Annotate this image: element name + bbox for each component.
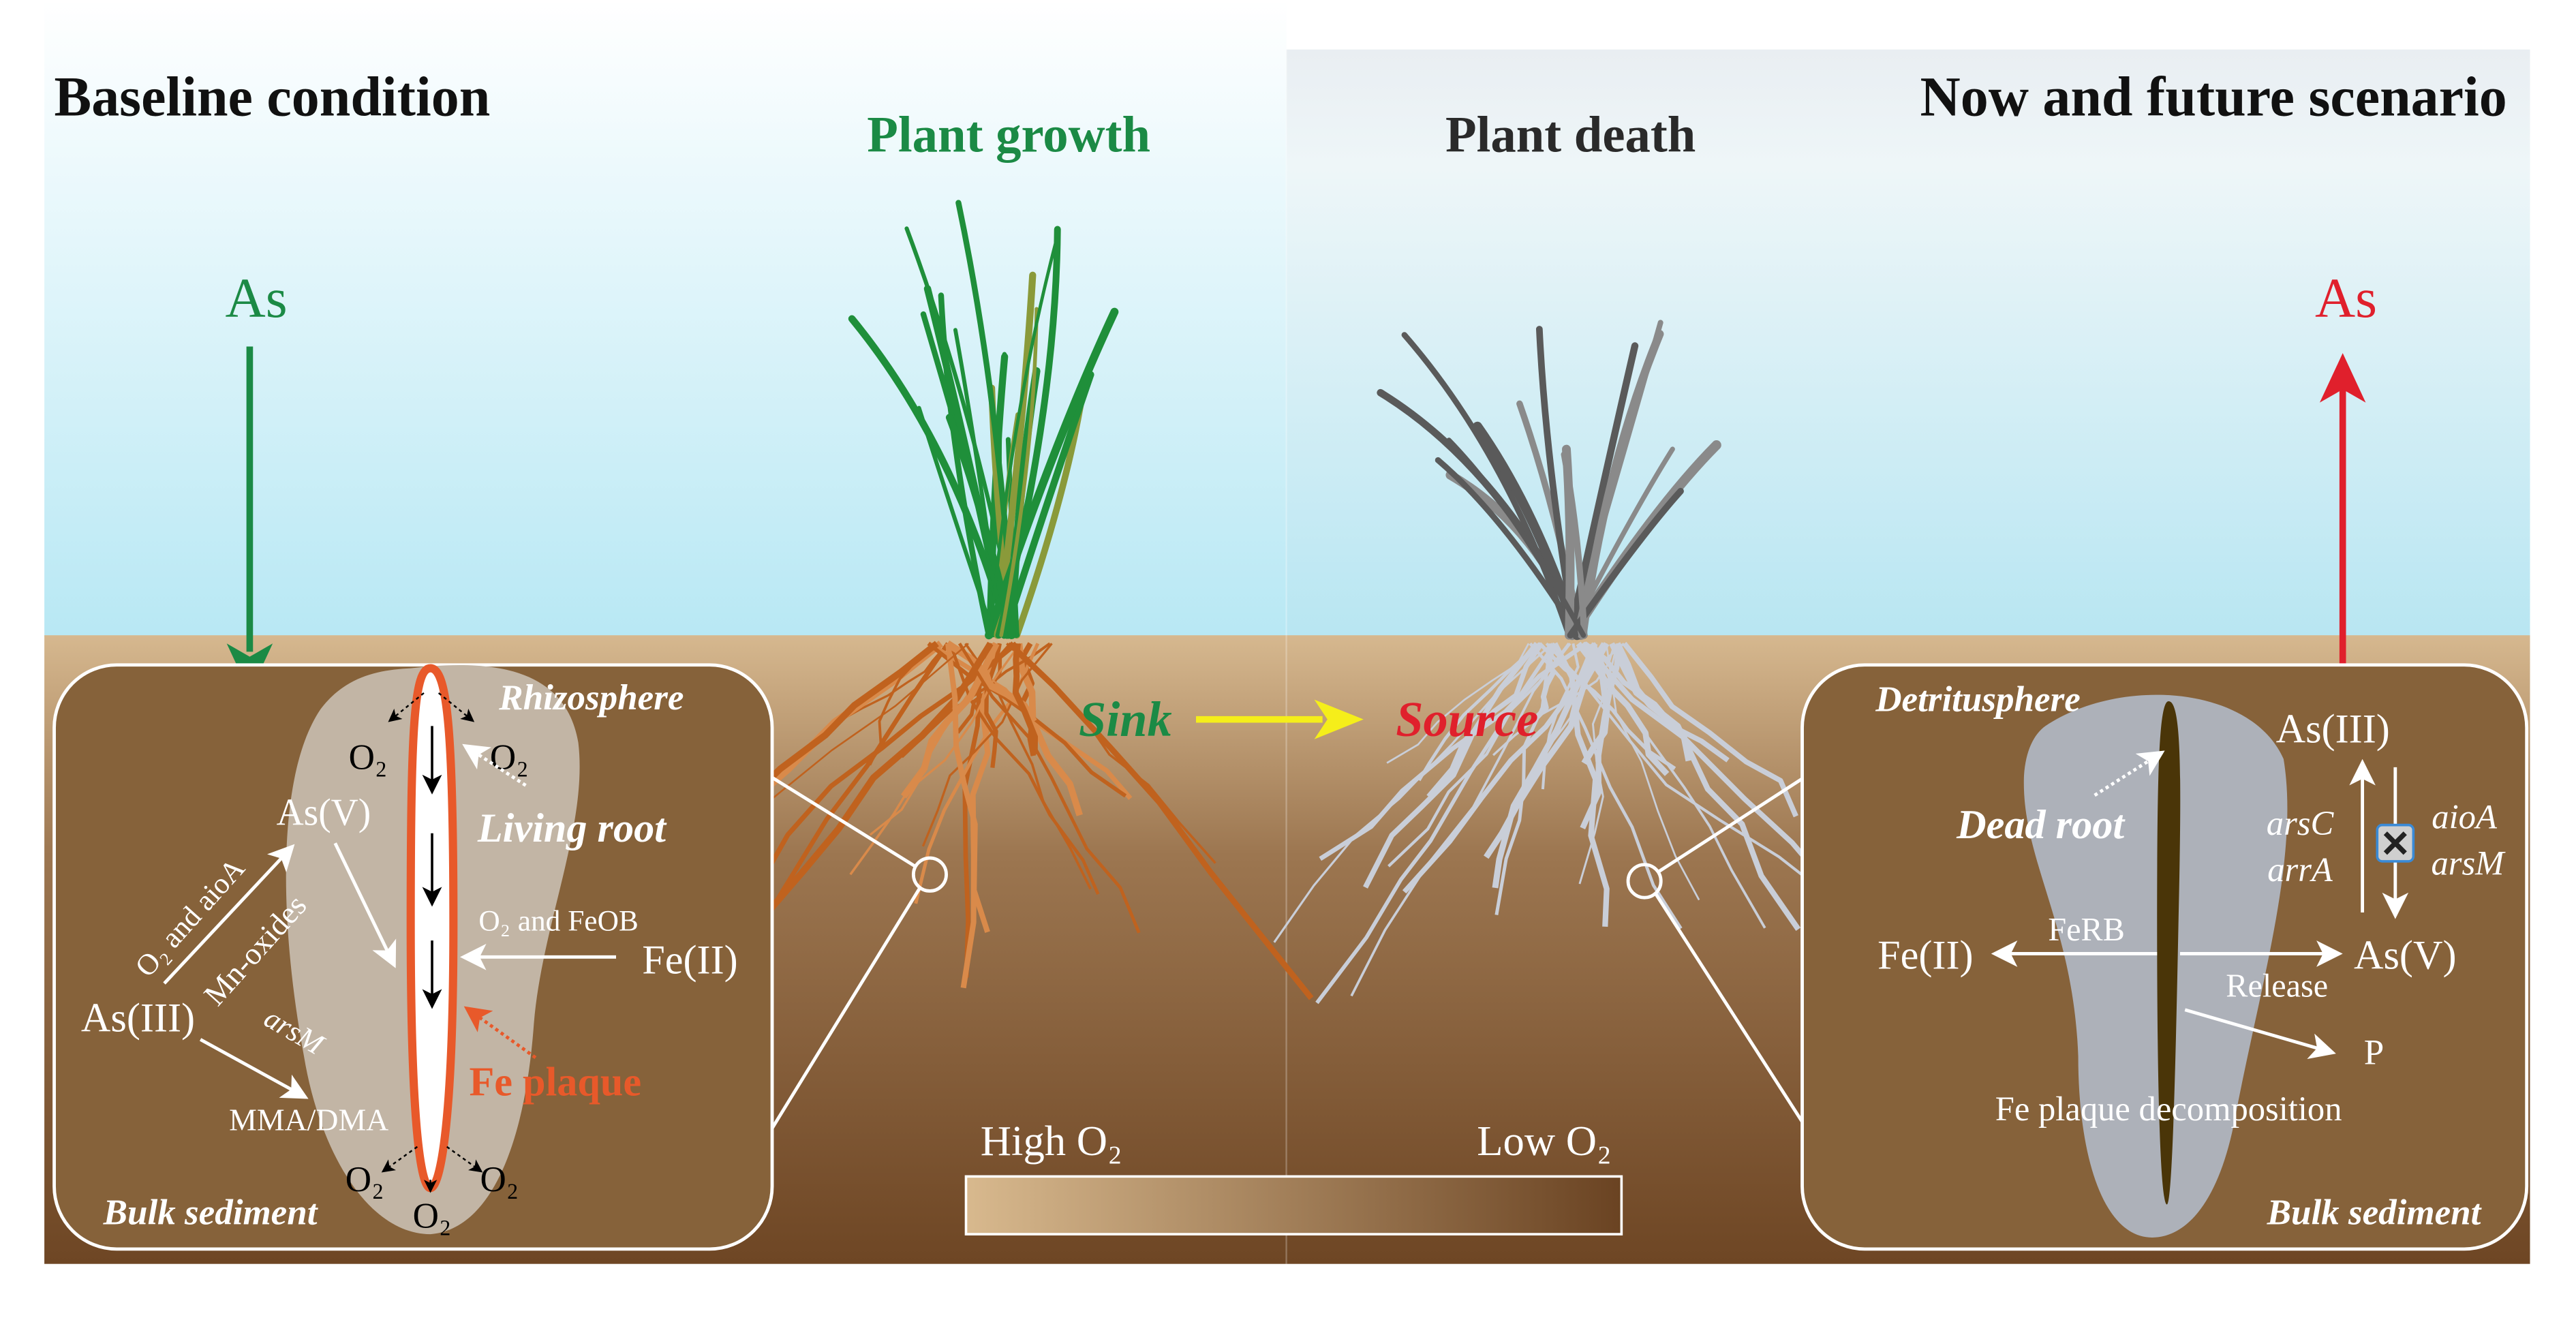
arsc-label: arsC bbox=[2267, 804, 2335, 842]
grass-blade bbox=[985, 307, 1119, 640]
fe-plaque-label: Fe plaque bbox=[469, 1060, 641, 1105]
dead-blade bbox=[1567, 487, 1684, 639]
o2-feob-label: O₂ and FeOB bbox=[478, 905, 638, 938]
o2-label: O₂ bbox=[480, 1160, 519, 1199]
sky-right bbox=[1286, 49, 2530, 637]
future-title: Now and future scenario bbox=[1920, 65, 2507, 127]
oxygen-gradient-bar bbox=[964, 1175, 1623, 1235]
callout-line bbox=[767, 773, 917, 868]
p-release-arrow bbox=[2184, 1008, 2336, 1059]
dead-root-strand bbox=[1622, 641, 1798, 818]
sink-label: Sink bbox=[1079, 692, 1172, 747]
as-v-label: As(V) bbox=[277, 792, 371, 834]
baseline-title: Baseline condition bbox=[55, 65, 491, 127]
callout-line bbox=[1654, 893, 1825, 1156]
bulk-sediment-label: Bulk sediment bbox=[103, 1193, 319, 1232]
oxidation-arrow bbox=[163, 844, 295, 985]
dead-plant-illustration bbox=[1273, 320, 1906, 1004]
living-root-pointer bbox=[462, 743, 527, 787]
grass-blade bbox=[938, 292, 992, 639]
blocked-icon bbox=[2376, 823, 2415, 863]
arsm-label: arsM bbox=[2431, 844, 2506, 882]
grass-blade bbox=[988, 238, 1058, 637]
dead-root-strand bbox=[1363, 641, 1539, 889]
source-label: Source bbox=[1396, 692, 1538, 747]
dead-root-strand bbox=[1386, 643, 1530, 764]
fe-ii-label: Fe(II) bbox=[1877, 932, 1973, 978]
methylation-arrow bbox=[199, 1038, 309, 1099]
decomposition-label: Fe plaque decomposition bbox=[1995, 1090, 2342, 1128]
o2-label: O₂ bbox=[346, 1160, 384, 1199]
dead-blade bbox=[1401, 332, 1572, 639]
as-input-label: As bbox=[226, 267, 288, 329]
rhizosphere-label: Rhizosphere bbox=[498, 678, 684, 718]
zoom-circle-right bbox=[1626, 863, 1663, 900]
dead-blade bbox=[1446, 438, 1586, 639]
dead-root bbox=[2157, 701, 2181, 1205]
fe-ii-label: Fe(II) bbox=[642, 937, 737, 983]
detritusphere-label: Detritusphere bbox=[1875, 679, 2080, 719]
detritusphere-zone bbox=[2023, 694, 2288, 1238]
o2-label: O₂ bbox=[413, 1196, 452, 1235]
root bbox=[1012, 643, 1039, 754]
dead-root-strand bbox=[1319, 641, 1588, 861]
fe-plaque-pointer bbox=[463, 1006, 537, 1059]
dead-root-strand bbox=[1484, 642, 1610, 859]
as-output-label: As bbox=[2315, 267, 2377, 329]
sink-to-source-arrowhead bbox=[1314, 699, 1364, 739]
o2-label: O₂ bbox=[349, 737, 388, 777]
root bbox=[1007, 641, 1314, 1000]
high-o2-label: High O₂ bbox=[981, 1117, 1122, 1165]
low-o2-label: Low O₂ bbox=[1477, 1117, 1612, 1165]
dead-root-strand bbox=[1387, 643, 1570, 868]
p-label: P bbox=[2364, 1033, 2384, 1073]
ferb-label: FeRB bbox=[2048, 912, 2124, 948]
dead-root-pointer bbox=[2094, 750, 2165, 797]
dead-root-strand bbox=[1552, 642, 1610, 927]
as-v-label: As(V) bbox=[2354, 932, 2457, 978]
plant-death-label: Plant death bbox=[1445, 107, 1696, 164]
root bbox=[839, 643, 949, 722]
root bbox=[900, 642, 1000, 799]
grass-blade bbox=[945, 414, 1016, 639]
bulk-sediment-label: Bulk sediment bbox=[2267, 1193, 2483, 1232]
dead-blade bbox=[1578, 330, 1664, 640]
dead-root-strand bbox=[1533, 642, 1559, 722]
o2-diffusion-arrows bbox=[381, 692, 483, 1193]
plant-growth-label: Plant growth bbox=[867, 107, 1150, 164]
as-iii-label: As(III) bbox=[2276, 706, 2390, 752]
aioa-label: aioA bbox=[2432, 797, 2498, 835]
callout-line bbox=[1658, 773, 1809, 873]
o2-label: O₂ bbox=[490, 737, 529, 777]
mma-dma-label: MMA/DMA bbox=[229, 1102, 388, 1137]
root bbox=[960, 643, 998, 989]
dead-blade bbox=[1561, 451, 1588, 639]
detritusphere-panel: Detritusphere Dead root As(III) arsC arr… bbox=[1800, 663, 2529, 1251]
dead-root-strand bbox=[1529, 642, 1683, 930]
as-output-arrowhead bbox=[2319, 353, 2366, 403]
adsorption-arrow bbox=[333, 842, 397, 968]
root bbox=[921, 643, 1053, 847]
living-root-label: Living root bbox=[477, 805, 667, 851]
dead-root-strand bbox=[1583, 641, 1730, 763]
root bbox=[957, 643, 1141, 934]
root bbox=[945, 643, 990, 933]
living-plant-illustration bbox=[543, 200, 1314, 1019]
grass-blade bbox=[999, 307, 1039, 637]
dead-root-label: Dead root bbox=[1956, 802, 2126, 848]
callout-line bbox=[754, 887, 922, 1156]
rhizosphere-panel: O₂ O₂ O₂ O₂ O₂ Rhizosphere Living root A… bbox=[52, 663, 774, 1251]
zoom-circle-left bbox=[911, 856, 948, 893]
as-iii-label: As(III) bbox=[81, 995, 195, 1041]
release-label: Release bbox=[2226, 968, 2328, 1004]
dead-root-strand bbox=[1492, 642, 1598, 889]
arra-label: arrA bbox=[2267, 850, 2333, 889]
